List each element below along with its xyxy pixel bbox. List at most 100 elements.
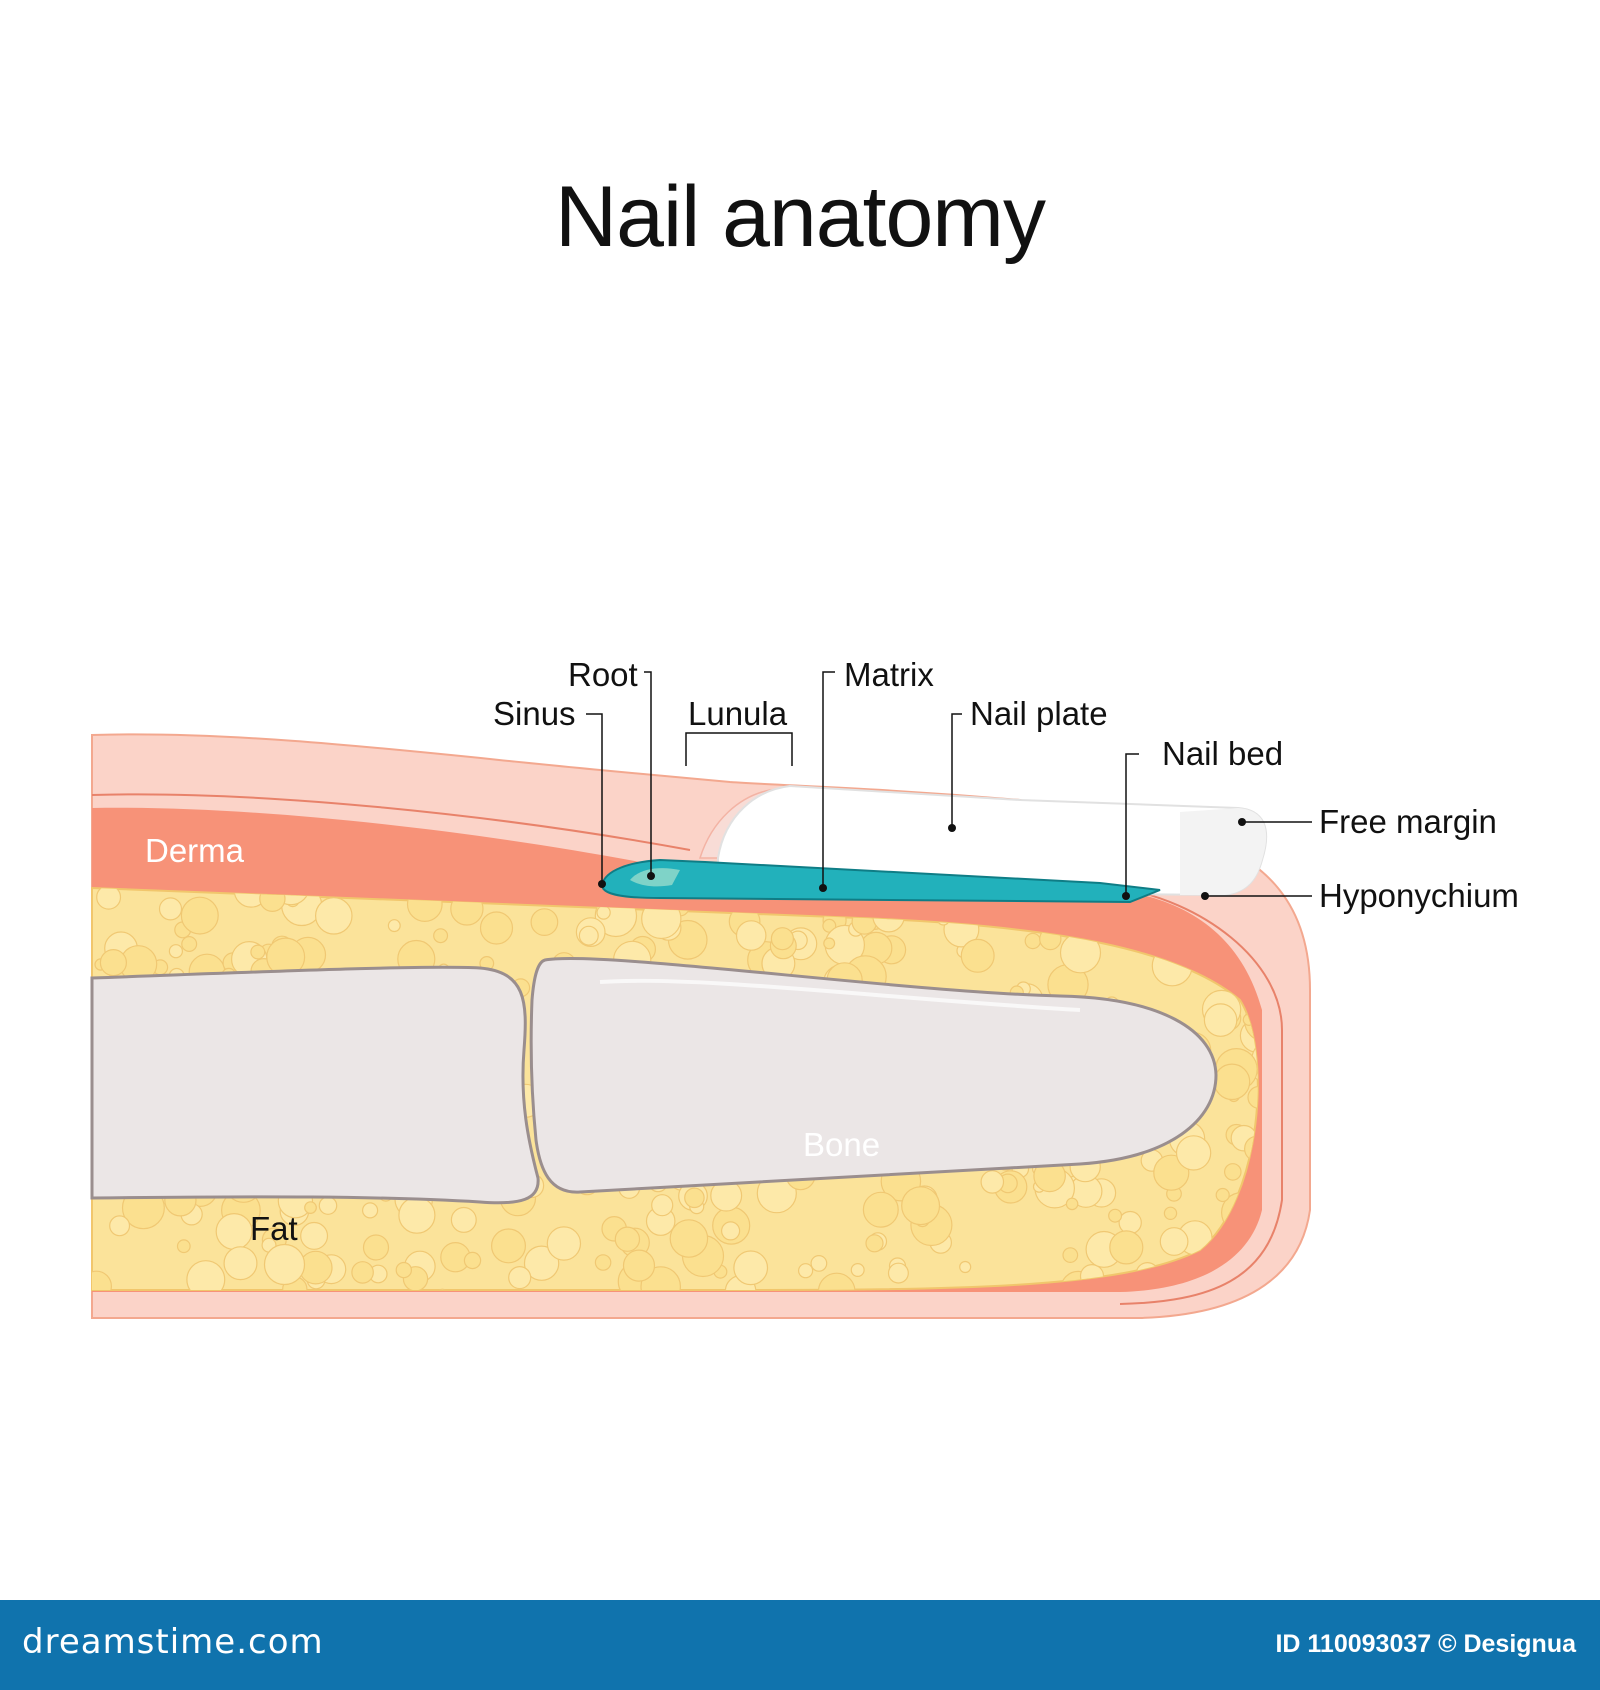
- label-fat: Fat: [250, 1210, 298, 1247]
- leader-points: [598, 818, 1246, 900]
- fat-globule: [797, 1263, 814, 1279]
- fat-globule: [215, 1212, 253, 1250]
- fat-globule: [810, 1254, 828, 1272]
- fat-globule: [578, 925, 599, 946]
- footer-image-id: ID 110093037 © Designua: [1275, 1630, 1576, 1658]
- footer-site: dreamstime.com: [22, 1622, 324, 1662]
- fat-globule: [614, 1226, 641, 1252]
- fat-globule: [463, 1251, 482, 1270]
- fat-globule: [959, 1260, 972, 1274]
- fat-globule: [594, 1254, 612, 1271]
- leader-matrix: [822, 671, 835, 888]
- fat-globule: [596, 905, 611, 920]
- fat-globule: [186, 1260, 226, 1290]
- fat-globule: [622, 1249, 656, 1282]
- fat-globule: [523, 1245, 560, 1281]
- fat-globule: [850, 1262, 865, 1277]
- fat-globule: [398, 1196, 436, 1234]
- fat-globule: [362, 1202, 379, 1219]
- fat-globule: [1062, 1247, 1079, 1263]
- matrix-nail-bed: [600, 858, 1161, 904]
- fat-globule: [1159, 1227, 1189, 1256]
- leader-nail-plate: [951, 713, 962, 828]
- label-free-margin: Free margin: [1319, 803, 1497, 840]
- label-nail-plate: Nail plate: [970, 695, 1108, 732]
- label-nail-bed: Nail bed: [1162, 735, 1283, 772]
- fat-globule: [250, 944, 266, 960]
- lunula-root: [630, 868, 680, 887]
- fat-globule: [1109, 1230, 1144, 1265]
- fat-globule: [300, 1221, 329, 1250]
- leader-nail-bed: [1125, 753, 1139, 896]
- fat-globule: [508, 1265, 532, 1290]
- fat-globule: [980, 1170, 1005, 1194]
- fat-globule: [823, 937, 836, 950]
- fat-globule: [450, 1206, 477, 1233]
- fat-globule: [901, 1186, 941, 1226]
- fat-globule: [99, 948, 128, 977]
- footer-bar: dreamstime.com ID 110093037 © Designua: [0, 1600, 1600, 1690]
- fat-globule: [1224, 1163, 1242, 1181]
- fat-globule: [720, 1221, 741, 1241]
- fat-globule: [304, 1201, 317, 1214]
- leader-sinus: [586, 713, 603, 884]
- label-sinus: Sinus: [493, 695, 576, 732]
- bone-distal: [529, 957, 1218, 1194]
- fat-globule: [351, 1261, 374, 1284]
- label-bone: Bone: [803, 1126, 880, 1163]
- fat-globule: [684, 1187, 705, 1209]
- fat-globule: [479, 911, 514, 945]
- fat-globule: [318, 1196, 338, 1215]
- fat-globule: [158, 897, 183, 921]
- fat-globule: [395, 1261, 412, 1279]
- fat-globule: [180, 896, 219, 935]
- fat-globule: [735, 920, 767, 951]
- fat-globule: [362, 1234, 390, 1261]
- fat-globule: [109, 1215, 131, 1237]
- page-title: Nail anatomy: [555, 169, 1046, 265]
- fat-globule: [387, 919, 401, 933]
- nail-plate-shade: [1180, 808, 1267, 895]
- fat-globule: [176, 1239, 191, 1254]
- derma-outline: [1117, 887, 1283, 1305]
- label-derma: Derma: [145, 832, 245, 869]
- fat-globule: [862, 1191, 899, 1228]
- fat-globule: [96, 888, 122, 910]
- fat-globule: [817, 1272, 856, 1290]
- fat-globule: [640, 1266, 682, 1290]
- fat-globule: [168, 944, 183, 959]
- fat-globule: [433, 928, 449, 944]
- label-matrix: Matrix: [844, 656, 934, 693]
- fat-globule: [887, 1262, 909, 1284]
- fat-globule: [865, 1234, 884, 1253]
- fat-globule: [546, 1226, 582, 1261]
- fat-globule: [314, 896, 353, 935]
- fat-globule: [1215, 1187, 1230, 1203]
- fat-globule: [1247, 1085, 1258, 1109]
- fat-globule: [1108, 1208, 1123, 1223]
- fat-globule: [960, 938, 995, 973]
- fat-globule: [1024, 932, 1042, 950]
- fat-globule: [1203, 1003, 1238, 1037]
- fat-globule: [733, 1250, 769, 1286]
- fat-globule: [181, 935, 198, 952]
- bracket-lunula: [685, 732, 793, 766]
- bone-proximal: [90, 965, 540, 1205]
- fat-globule: [223, 1246, 258, 1281]
- fat-globule: [436, 1288, 449, 1290]
- fat-globule: [1175, 1135, 1212, 1171]
- fat-globule: [491, 1228, 527, 1264]
- label-root: Root: [568, 656, 638, 693]
- leader-lines: [586, 671, 1312, 897]
- label-hyponychium: Hyponychium: [1319, 877, 1519, 914]
- fat-globule: [770, 927, 795, 951]
- fat-globule: [92, 1270, 113, 1290]
- skin-line: [91, 793, 691, 851]
- fat-globule: [1065, 1197, 1079, 1211]
- finger-cross-section: Root Sinus Lunula Matrix Nail plate Nail…: [90, 656, 1519, 1319]
- fat-globule: [651, 1194, 674, 1217]
- fat-globule: [1213, 1063, 1251, 1101]
- fat-globule: [669, 1219, 709, 1258]
- bone-highlight: [599, 978, 1081, 1012]
